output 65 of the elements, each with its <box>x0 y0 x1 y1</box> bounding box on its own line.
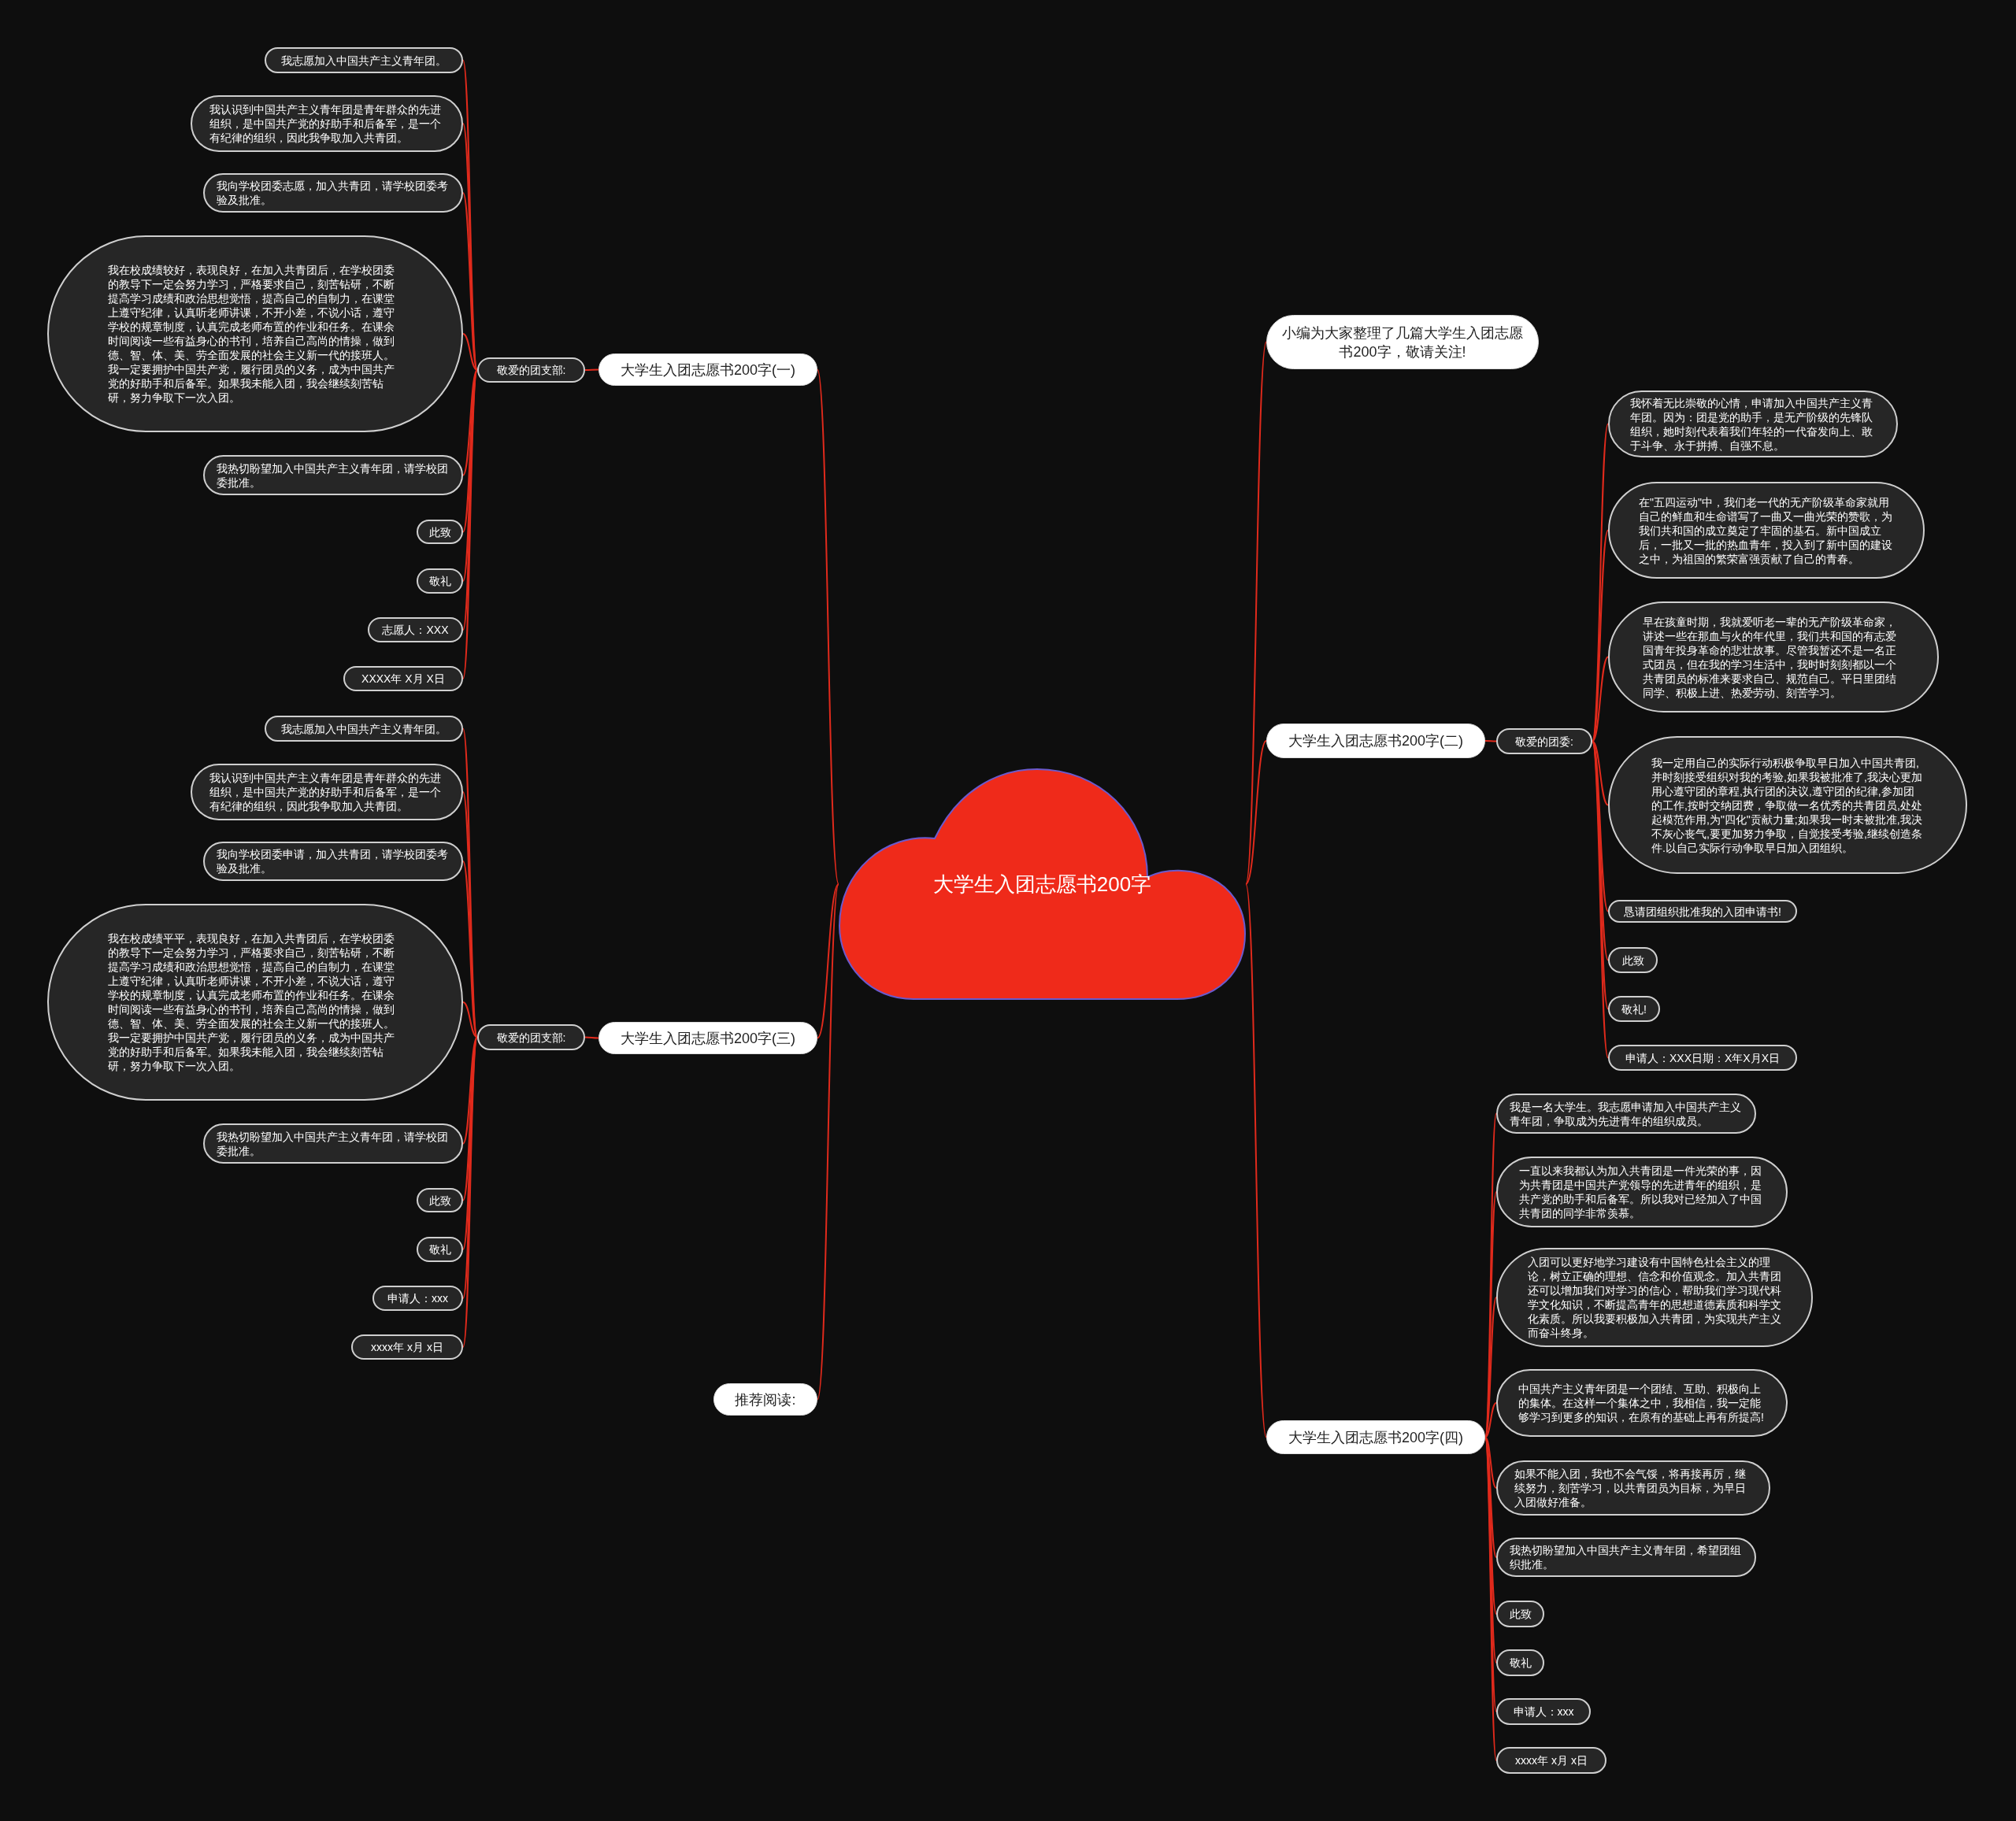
topic-pill: 大学生入团志愿书200字(一) <box>598 353 817 386</box>
connector-line <box>462 333 478 371</box>
topic-pill: 大学生入团志愿书200字(四) <box>1266 1420 1485 1454</box>
topic-pill: 推荐阅读: <box>713 1383 817 1416</box>
connector-line <box>817 883 839 1401</box>
connector-line <box>1592 740 1609 806</box>
text-bubble: 我热切盼望加入中国共产主义青年团，请学校团委批准。 <box>203 455 463 495</box>
topic-pill: 大学生入团志愿书200字(三) <box>598 1022 817 1054</box>
connector-line <box>462 1036 478 1145</box>
connector-line <box>1245 341 1267 885</box>
text-bubble: 此致 <box>417 520 463 544</box>
connector-line <box>1484 1436 1497 1489</box>
text-bubble: 我认识到中国共产主义青年团是青年群众的先进组织，是中国共产党的好助手和后备军，是一个有纪律的组织，因此我争取加入共青团。 <box>191 764 463 820</box>
subtopic-pill: 敬爱的团支部: <box>477 357 585 383</box>
text-bubble: 在"五四运动"中，我们老一代的无产阶级革命家就用自己的鲜血和生命谱写了一曲又一曲光荣的赞歌，为我们共和国的成立奠定了牢固的基石。新中国成立后，一批又一批的热血青年，投入到了新中国的建设之中，为祖国的繁荣富强贡献了自己的青春。 <box>1608 482 1925 579</box>
text-bubble: 我志愿加入中国共产主义青年团。 <box>265 716 463 742</box>
text-bubble: 申请人：xxx <box>1496 1698 1591 1725</box>
cloud-node: 大学生入团志愿书200字 <box>839 768 1246 1000</box>
text-bubble: 此致 <box>417 1188 463 1212</box>
text-bubble: 敬礼 <box>417 1237 463 1262</box>
text-bubble: xxxx年 x月 x日 <box>1496 1747 1606 1774</box>
connector-line <box>462 369 478 476</box>
text-bubble: 我是一名大学生。我志愿申请加入中国共产主义青年团，争取成为先进青年的组织成员。 <box>1496 1094 1756 1134</box>
text-bubble: 我志愿加入中国共产主义青年团。 <box>265 47 463 73</box>
connector-line <box>462 369 478 533</box>
text-bubble: 此致 <box>1608 947 1658 973</box>
text-bubble: 一直以来我都认为加入共青团是一件光荣的事，因为共青团是中国共产党领导的先进青年的组织，是共产党的助手和后备军。所以我对已经加入了中国共青团的同学非常羡慕。 <box>1496 1157 1788 1227</box>
topic-pill: 大学生入团志愿书200字(二) <box>1266 724 1485 758</box>
text-bubble: 我向学校团委申请，加入共青团，请学校团委考验及批准。 <box>203 842 463 881</box>
connector-line <box>1592 656 1609 742</box>
text-bubble: 我认识到中国共产主义青年团是青年群众的先进组织，是中国共产党的好助手和后备军，是一个有纪律的组织，因此我争取加入共青团。 <box>191 95 463 152</box>
text-bubble: 早在孩童时期，我就爱听老一辈的无产阶级革命家，讲述一些在那血与火的年代里，我们共和国的有志爱国青年投身革命的悲壮故事。尽管我暂还不是一名正式团员，但在我的学习生活中，我时时刻刻都以一个共青团员的标准来要求自己、规范自己。平日里团结同学、积极上进、热爱劳动、刻苦学习。 <box>1608 601 1939 712</box>
connector-line <box>817 883 839 1039</box>
text-bubble: XXXX年 X月 X日 <box>343 666 463 691</box>
connector-line <box>1245 883 1267 1438</box>
subtopic-pill: 敬爱的团支部: <box>477 1024 585 1050</box>
subtopic-pill: 敬爱的团委: <box>1496 728 1592 754</box>
connector-line <box>462 1001 478 1038</box>
text-bubble: 我在校成绩较好，表现良好，在加入共青团后，在学校团委的教导下一定会努力学习，严格要求自己，刻苦钻研，不断提高学习成绩和政治思想觉悟，提高自己的自制力，在课堂上遵守纪律，认真听老师讲课，不开小差，不说小话，遵守学校的规章制度，认真完成老师布置的作业和任务。在课余时间阅读一些有益身心的书刊，培养自己高尚的情操，做到德、智、体、美、劳全面发展的社会主义新一代的接班人。我一定要拥护中国共产党，履行团员的义务，成为中国共产党的好助手和后备军。如果我未能入团，我会继续刻苦钻研，努力争取下一次入团。 <box>47 235 463 432</box>
text-bubble: 敬礼 <box>417 568 463 594</box>
text-bubble: 如果不能入团，我也不会气馁，将再接再厉，继续努力，刻苦学习，以共青团员为目标，为早日入团做好准备。 <box>1496 1460 1770 1516</box>
text-bubble: 志愿人：XXX <box>368 617 463 642</box>
connector-line <box>584 1036 599 1039</box>
text-bubble: 我向学校团委志愿，加入共青团，请学校团委考验及批准。 <box>203 173 463 213</box>
text-bubble: 入团可以更好地学习建设有中国特色社会主义的理论，树立正确的理想、信念和价值观念。加入共青团还可以增加我们对学习的信心，帮助我们学习现代科学文化知识，不断提高青年的思想道德素质和科学文化素质。所以我要积极加入共青团，为实现共产主义而奋斗终身。 <box>1496 1248 1813 1347</box>
text-bubble: 我怀着无比崇敬的心情，申请加入中国共产主义青年团。因为：团是党的助手，是无产阶级的先锋队组织，她时刻代表着我们年轻的一代奋发向上、敢于斗争、永于拼搏、自强不息。 <box>1608 390 1898 457</box>
connector-line <box>584 368 599 371</box>
text-bubble: 此致 <box>1496 1601 1544 1627</box>
text-bubble: 敬礼 <box>1496 1649 1544 1676</box>
connector-line <box>817 368 839 885</box>
text-bubble: 中国共产主义青年团是一个团结、互助、积极向上的集体。在这样一个集体之中，我相信，我一定能够学习到更多的知识，在原有的基础上再有所提高! <box>1496 1369 1788 1437</box>
text-bubble: 敬礼! <box>1608 996 1660 1022</box>
text-bubble: 我在校成绩平平，表现良好，在加入共青团后，在学校团委的教导下一定会努力学习，严格要求自己，刻苦钻研，不断提高学习成绩和政治思想觉悟，提高自己的自制力，在课堂上遵守纪律，认真听老师讲课，不开小差，不说大话，遵守学校的规章制度，认真完成老师布置的作业和任务。在课余时间阅读一些有益身心的书刊，培养自己高尚的情操，做到德、智、体、美、劳全面发展的社会主义新一代的接班人。我一定要拥护中国共产党，履行团员的义务，成为中国共产党的好助手和后备军。如果我未能入团，我会继续刻苦钻研，努力争取下一次入团。 <box>47 904 463 1101</box>
connector-line <box>462 861 478 1038</box>
connector-line <box>1245 740 1267 885</box>
text-bubble: 恳请团组织批准我的入团申请书! <box>1608 900 1797 923</box>
text-bubble: 我一定用自己的实际行动积极争取早日加入中国共青团,并时刻接受组织对我的考验,如果我被批准了,我决心更加用心遵守团的章程,执行团的决议,遵守团的纪律,参加团的工作,按时交纳团费，争取做一名优秀的共青团员,处处起模范作用,为"四化"贡献力量;如果我一时未被批准,我决不灰心丧气,要更加努力争取，自觉接受考验,继续创造条件.以自己实际行动争取早日加入团组织。 <box>1608 736 1967 874</box>
text-bubble: 申请人：XXX日期：X年X月X日 <box>1608 1045 1797 1071</box>
text-bubble: 申请人：xxx <box>372 1286 463 1311</box>
connector-line <box>1484 1402 1497 1438</box>
topic-pill: 小编为大家整理了几篇大学生入团志愿书200字，敬请关注! <box>1266 315 1539 369</box>
text-bubble: xxxx年 x月 x日 <box>351 1334 463 1360</box>
text-bubble: 我热切盼望加入中国共产主义青年团，希望团组织批准。 <box>1496 1538 1756 1577</box>
connector-line <box>1484 740 1497 742</box>
text-bubble: 我热切盼望加入中国共产主义青年团，请学校团委批准。 <box>203 1123 463 1164</box>
